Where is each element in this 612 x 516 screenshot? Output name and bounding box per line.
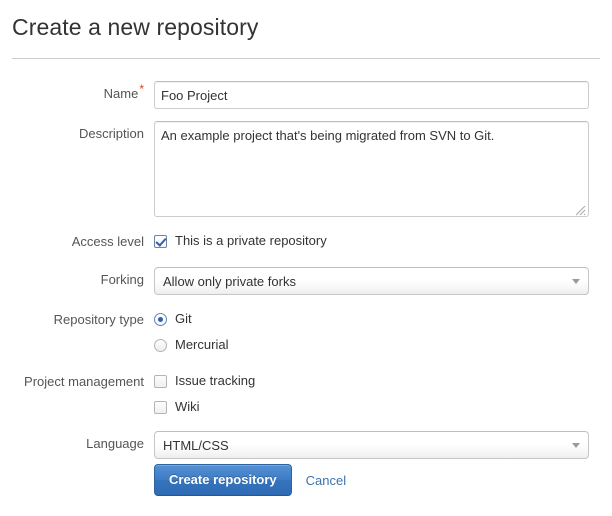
language-select[interactable]: HTML/CSS <box>154 431 589 459</box>
page-header: Create a new repository <box>0 0 612 42</box>
form-row-repository-type: Repository type Git Mercurial <box>0 307 612 357</box>
description-textarea[interactable] <box>154 121 589 217</box>
repository-type-option-git[interactable]: Git <box>154 307 589 331</box>
wiki-label: Wiki <box>175 399 200 414</box>
project-management-label: Project management <box>24 374 144 389</box>
required-asterisk: * <box>139 81 144 96</box>
private-repository-choice[interactable]: This is a private repository <box>154 229 589 253</box>
description-label: Description <box>78 126 144 141</box>
form-row-project-management: Project management Issue tracking Wiki <box>0 369 612 419</box>
description-textarea-wrap <box>154 121 589 217</box>
name-controls <box>154 81 612 109</box>
form-row-actions: Create repository Cancel <box>0 459 612 496</box>
form-row-description: Description <box>0 121 612 217</box>
issue-tracking-checkbox[interactable] <box>154 374 167 388</box>
repository-type-label-mercurial: Mercurial <box>175 337 229 352</box>
form-row-forking: Forking Allow only private forks <box>0 267 612 295</box>
language-controls: HTML/CSS <box>154 431 612 459</box>
private-repository-checkbox[interactable] <box>154 234 167 248</box>
cancel-link[interactable]: Cancel <box>305 472 347 488</box>
form-row-name: Name* <box>0 81 612 109</box>
create-repository-form: Name* Description <box>0 59 612 496</box>
project-management-controls: Issue tracking Wiki <box>154 369 612 419</box>
header-divider <box>12 58 600 59</box>
access-level-label: Access level <box>71 234 144 249</box>
repository-type-radio-git[interactable] <box>154 312 167 326</box>
description-controls <box>154 121 612 217</box>
actions-controls: Create repository Cancel <box>154 459 612 496</box>
forking-select-wrap[interactable]: Allow only private forks <box>154 267 589 295</box>
language-label: Language <box>86 436 144 451</box>
forking-controls: Allow only private forks <box>154 267 612 295</box>
language-select-wrap[interactable]: HTML/CSS <box>154 431 589 459</box>
form-row-language: Language HTML/CSS <box>0 431 612 459</box>
name-label: Name* <box>0 81 154 107</box>
name-label-text: Name <box>103 86 139 101</box>
issue-tracking-label: Issue tracking <box>175 373 256 388</box>
repository-type-radio-mercurial[interactable] <box>154 338 167 352</box>
repository-type-controls: Git Mercurial <box>154 307 612 357</box>
project-management-option-wiki[interactable]: Wiki <box>154 395 589 419</box>
repository-type-option-mercurial[interactable]: Mercurial <box>154 333 589 357</box>
name-input[interactable] <box>154 81 589 109</box>
repository-type-label: Repository type <box>53 312 144 327</box>
project-management-option-issue-tracking[interactable]: Issue tracking <box>154 369 589 393</box>
wiki-checkbox[interactable] <box>154 400 167 414</box>
access-level-controls: This is a private repository <box>154 229 612 253</box>
forking-label: Forking <box>100 272 144 287</box>
forking-select[interactable]: Allow only private forks <box>154 267 589 295</box>
create-repository-button[interactable]: Create repository <box>154 464 292 496</box>
actions: Create repository Cancel <box>154 459 589 496</box>
form-row-access-level: Access level This is a private repositor… <box>0 229 612 255</box>
page-title: Create a new repository <box>12 14 259 40</box>
private-repository-label: This is a private repository <box>175 233 327 248</box>
repository-type-label-git: Git <box>175 311 192 326</box>
